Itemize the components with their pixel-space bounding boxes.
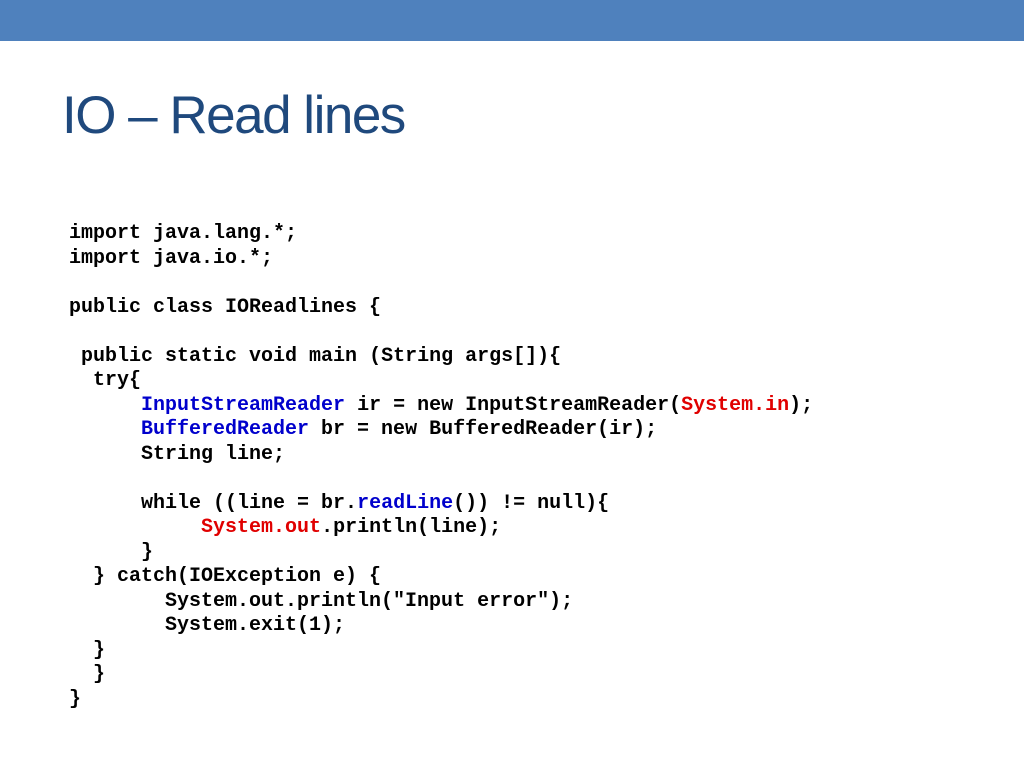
code-token: public class IOReadlines { — [69, 295, 382, 319]
code-token: import java.lang.*; — [69, 222, 298, 245]
code-line: System.out.println("Input error"); — [69, 590, 813, 615]
code-token: ir = new InputStreamReader( — [345, 393, 682, 417]
code-token: System.out.println("Input error"); — [165, 589, 574, 613]
code-token: ); — [789, 393, 814, 417]
code-line: } — [69, 541, 813, 566]
code-token: System.out — [201, 516, 322, 539]
code-line: } catch(IOException e) { — [69, 565, 813, 590]
code-line: } — [69, 639, 813, 664]
slide-title: IO – Read lines — [62, 86, 406, 145]
code-token: while ((line = br. — [141, 491, 358, 515]
code-token: } — [93, 638, 106, 662]
code-token: br = new BufferedReader(ir); — [309, 418, 658, 441]
code-token: .println(line); — [321, 516, 502, 539]
code-token: ()) != null){ — [453, 491, 610, 515]
code-token: String line; — [141, 442, 286, 466]
code-line: try{ — [69, 369, 813, 394]
code-token: public static void main (String args[]){ — [81, 344, 562, 368]
code-line — [69, 467, 813, 492]
code-token: BufferedReader — [141, 418, 310, 441]
code-token: InputStreamReader — [141, 393, 346, 417]
top-accent-bar — [0, 0, 1024, 41]
code-line — [69, 271, 813, 296]
code-token: import java.io.*; — [69, 246, 274, 270]
code-line — [69, 320, 813, 345]
code-line: while ((line = br.readLine()) != null){ — [69, 492, 813, 517]
code-line: import java.io.*; — [69, 247, 813, 272]
code-line: System.exit(1); — [69, 614, 813, 639]
code-token: System.in — [681, 393, 790, 417]
code-line: BufferedReader br = new BufferedReader(i… — [69, 418, 813, 443]
code-line: public class IOReadlines { — [69, 296, 813, 321]
code-line: System.out.println(line); — [69, 516, 813, 541]
code-token: } — [141, 540, 154, 564]
code-block: import java.lang.*;import java.io.*; publ… — [69, 222, 813, 712]
code-token: } — [69, 687, 82, 711]
code-token: readLine — [357, 491, 454, 515]
code-line: public static void main (String args[]){ — [69, 345, 813, 370]
code-token: } — [93, 663, 106, 686]
code-line: } — [69, 688, 813, 713]
code-line: String line; — [69, 443, 813, 468]
code-token: } catch(IOException e) { — [93, 565, 382, 588]
code-token: try{ — [93, 369, 142, 392]
code-line: import java.lang.*; — [69, 222, 813, 247]
code-line: } — [69, 663, 813, 688]
code-line: InputStreamReader ir = new InputStreamRe… — [69, 394, 813, 419]
code-token: System.exit(1); — [165, 614, 346, 637]
